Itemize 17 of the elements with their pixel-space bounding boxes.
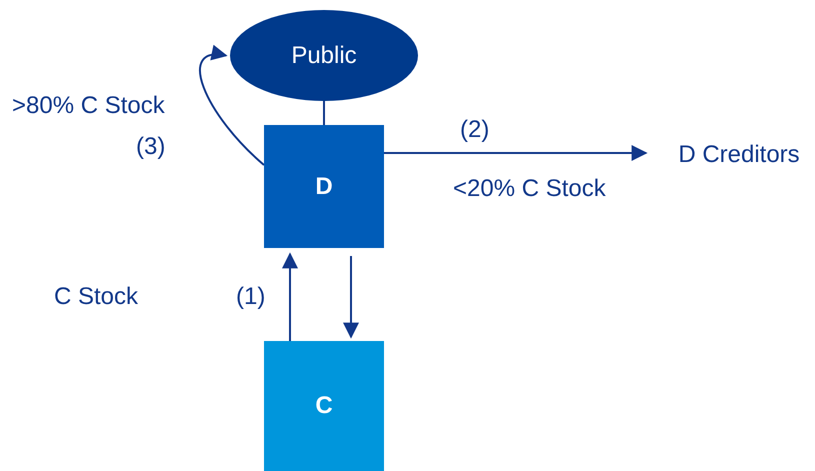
- connector-line: [323, 101, 325, 125]
- arrow: [343, 256, 359, 339]
- node-label: Public: [291, 42, 357, 70]
- text-label: >80% C Stock: [12, 92, 165, 120]
- text-label: (3): [136, 133, 166, 161]
- text-label: C Stock: [54, 283, 138, 311]
- text-label: (1): [236, 283, 266, 311]
- node-label: D: [315, 172, 333, 200]
- node-text: D Creditors: [678, 141, 800, 169]
- arrow: [384, 145, 648, 161]
- process-box: [264, 341, 384, 471]
- arrow: [199, 46, 265, 166]
- process-box: [264, 125, 384, 248]
- arrow: [282, 252, 298, 341]
- node-label: C: [315, 392, 333, 420]
- text-label: <20% C Stock: [453, 175, 606, 203]
- text-label: (2): [460, 116, 490, 144]
